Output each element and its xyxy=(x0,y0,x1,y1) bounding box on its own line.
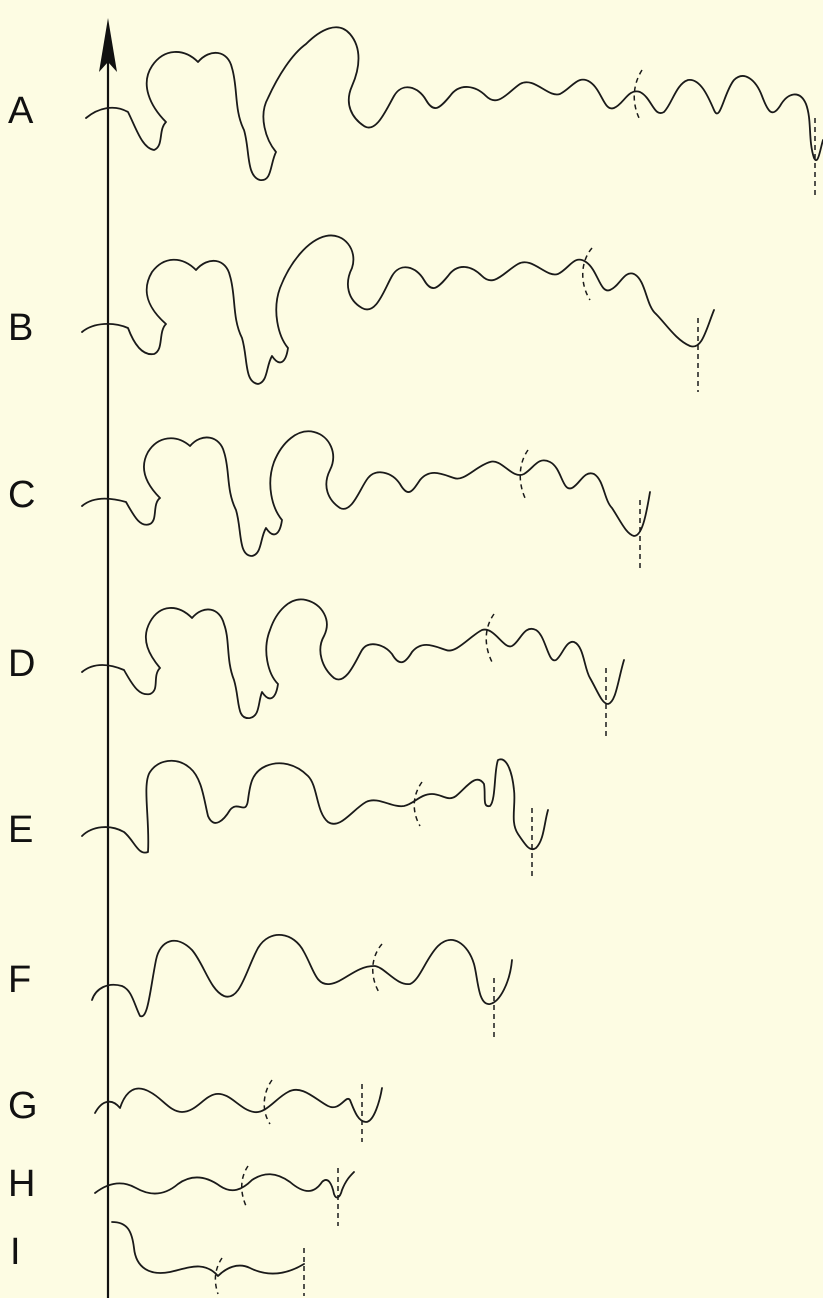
row-label-h: H xyxy=(8,1163,35,1205)
dashed-mark-e-1 xyxy=(413,781,423,827)
dashed-mark-d-1 xyxy=(485,613,495,663)
row-label-e: E xyxy=(8,809,33,851)
suture-line-c xyxy=(81,430,651,557)
suture-line-i xyxy=(111,1221,305,1277)
dashed-mark-a-1 xyxy=(633,69,643,121)
suture-line-b xyxy=(81,234,715,385)
row-label-c: C xyxy=(8,474,35,516)
dashed-mark-c-1 xyxy=(519,449,529,501)
suture-line-h xyxy=(94,1171,355,1199)
row-label-i: I xyxy=(10,1231,21,1273)
suture-line-g xyxy=(94,1087,383,1123)
dashed-mark-g-1 xyxy=(263,1079,273,1125)
row-label-b: B xyxy=(8,307,33,349)
axis-arrowhead-icon xyxy=(99,18,117,72)
suture-line-e xyxy=(81,758,549,854)
suture-line-d xyxy=(81,598,625,719)
row-label-f: F xyxy=(8,959,31,1001)
dashed-mark-f-1 xyxy=(372,943,383,995)
dashed-mark-b-1 xyxy=(582,247,593,301)
dashed-mark-h-1 xyxy=(241,1165,249,1207)
row-label-g: G xyxy=(8,1085,38,1127)
row-label-a: A xyxy=(8,90,34,132)
suture-line-a xyxy=(85,26,823,181)
suture-line-f xyxy=(91,933,513,1018)
row-label-d: D xyxy=(8,643,35,685)
dashed-mark-i-1 xyxy=(214,1257,223,1295)
